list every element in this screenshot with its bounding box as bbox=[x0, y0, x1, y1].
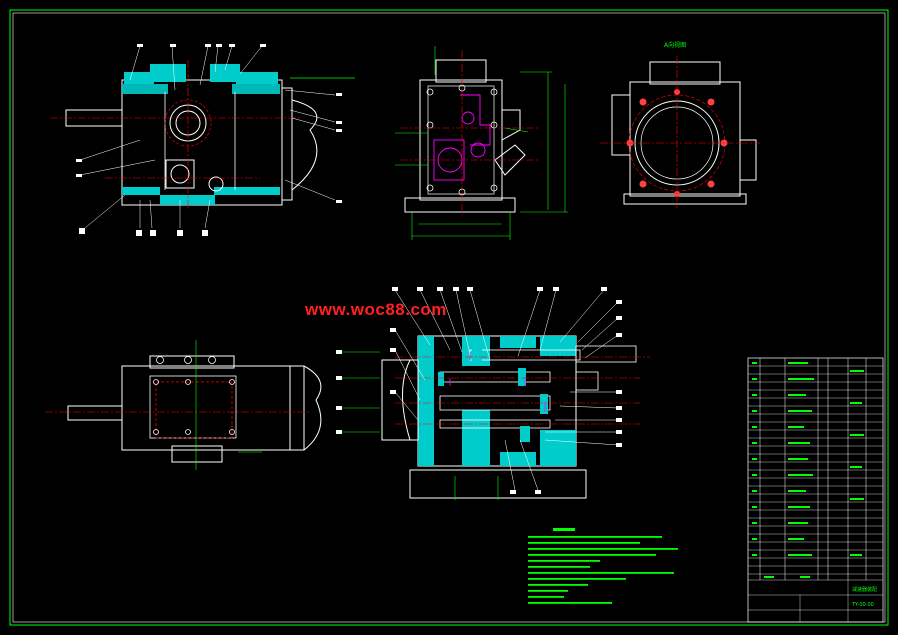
side-view-center bbox=[395, 46, 568, 240]
technical-notes bbox=[528, 528, 678, 604]
a-direction-view: A向视图 bbox=[600, 41, 760, 210]
parts-list-table: 减速器装配 TY-00-00 bbox=[747, 357, 884, 623]
front-section-view bbox=[50, 44, 355, 236]
title-drawing-number: TY-00-00 bbox=[851, 602, 874, 608]
watermark-text: www.woc88.com bbox=[305, 300, 447, 319]
inner-border bbox=[12, 12, 886, 623]
main-cross-section bbox=[336, 287, 650, 500]
top-view bbox=[45, 340, 322, 470]
view-label-a: A向视图 bbox=[664, 41, 686, 49]
title-drawing-name: 减速器装配 bbox=[852, 586, 877, 593]
sheet-border bbox=[9, 9, 889, 626]
